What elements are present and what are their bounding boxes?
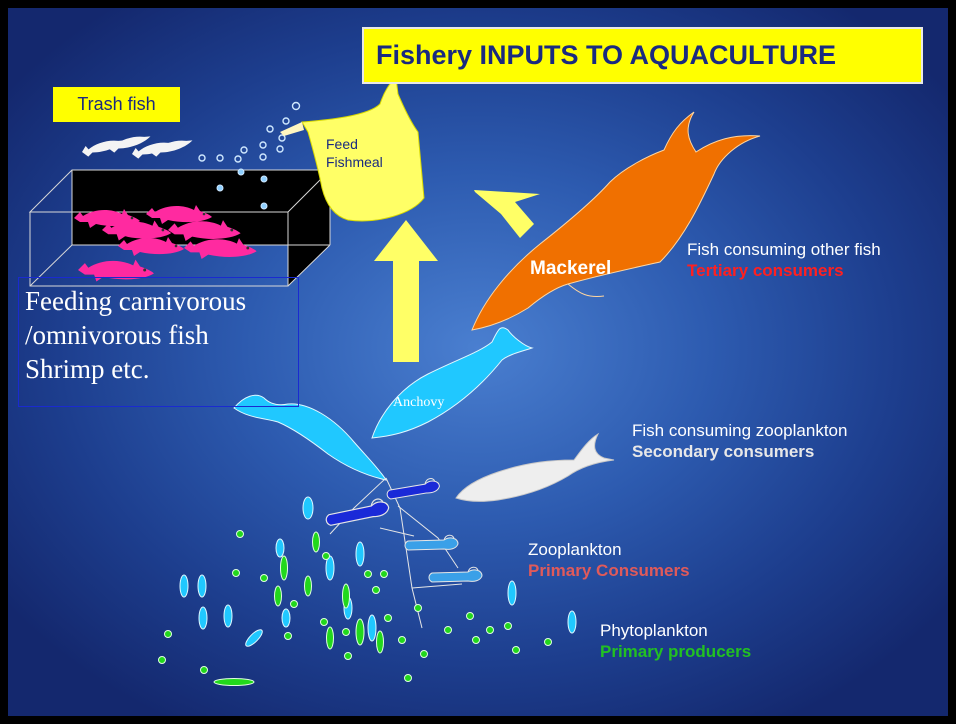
trash-fish-group — [81, 133, 194, 160]
feeding-line-2: /omnivorous fish — [25, 318, 298, 352]
feed-label: Feed — [326, 135, 383, 153]
zooplankton — [324, 497, 390, 526]
fishmeal-label: Fishmeal — [326, 153, 383, 171]
secondary-level: Secondary consumers — [632, 441, 847, 462]
zooplanktivore-fish-left — [234, 395, 386, 480]
zooplankton — [429, 567, 482, 582]
slide-title: Fishery INPUTS TO AQUACULTURE — [362, 27, 923, 84]
secondary-consumers-label: Fish consuming zooplankton Secondary con… — [632, 420, 847, 462]
primary-consumers-level: Primary Consumers — [528, 560, 690, 581]
arrow-diagonal — [474, 190, 540, 238]
primary-producers-label: Phytoplankton Primary producers — [600, 620, 751, 662]
secondary-description: Fish consuming zooplankton — [632, 420, 847, 441]
tertiary-consumers-label: Fish consuming other fish Tertiary consu… — [687, 239, 881, 281]
zooplankton-description: Zooplankton — [528, 539, 690, 560]
mackerel-label: Mackerel — [530, 258, 611, 280]
primary-consumers-label: Zooplankton Primary Consumers — [528, 539, 690, 581]
feed-bag-label: Feed Fishmeal — [326, 135, 383, 171]
zooplankton — [386, 477, 441, 499]
feeding-description-box: Feeding carnivorous /omnivorous fish Shr… — [18, 277, 299, 407]
secondary-consumer-fish — [456, 434, 614, 501]
phytoplankton-dots — [159, 531, 552, 682]
anchovy-label: Anchovy — [393, 395, 444, 411]
primary-producers-level: Primary producers — [600, 641, 751, 662]
tertiary-level: Tertiary consumers — [687, 260, 881, 281]
arrow-up — [374, 220, 438, 362]
aquaculture-tank — [30, 170, 330, 286]
feeding-line-1: Feeding carnivorous — [25, 284, 298, 318]
tertiary-description: Fish consuming other fish — [687, 239, 881, 260]
feeding-line-3: Shrimp etc. — [25, 352, 298, 386]
slide: Fishery INPUTS TO AQUACULTURE Trash fish… — [8, 8, 948, 716]
trash-fish-label: Trash fish — [53, 87, 180, 122]
phytoplankton-description: Phytoplankton — [600, 620, 751, 641]
zooplankton — [405, 535, 458, 550]
